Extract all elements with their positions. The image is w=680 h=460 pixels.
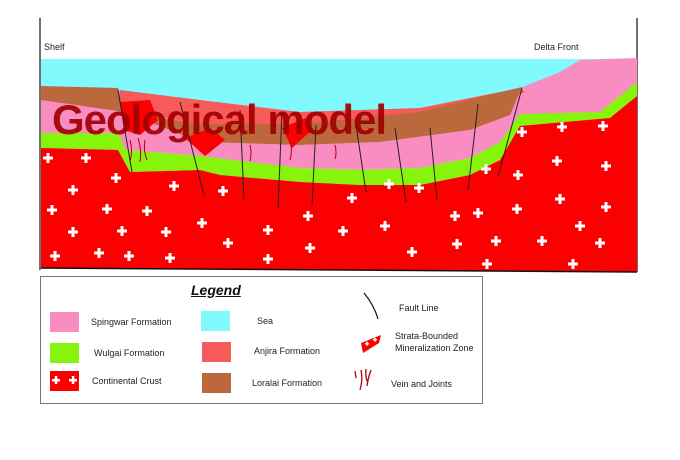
shelf-label: Shelf — [44, 42, 65, 52]
legend-panel: Legend Spingwar Formation Wulgai Formati… — [40, 276, 483, 404]
wulgai-swatch — [50, 343, 79, 363]
continental-crust-label: Continental Crust — [92, 376, 162, 386]
fault-lines — [117, 87, 523, 209]
loralai-swatch — [202, 373, 231, 393]
mineralization-zone-icon — [361, 335, 381, 353]
loralai-label: Loralai Formation — [252, 378, 323, 388]
spingwar-label: Spingwar Formation — [91, 317, 172, 327]
delta-front-label: Delta Front — [534, 42, 579, 52]
crust-cross-markers — [0, 0, 5, 5]
wulgai-label: Wulgai Formation — [94, 348, 165, 358]
mineralization-zone-label-line2: Mineralization Zone — [395, 343, 474, 353]
cross-icon — [52, 376, 77, 384]
veins-and-joints — [129, 137, 337, 163]
fault-line-label: Fault Line — [399, 303, 439, 313]
anjira-label: Anjira Formation — [254, 346, 321, 356]
anjira-swatch — [202, 342, 231, 362]
legend-title: Legend — [191, 282, 241, 298]
sea-label: Sea — [257, 316, 274, 326]
vein-joints-label: Vein and Joints — [391, 379, 453, 389]
wulgai-layer — [41, 82, 637, 185]
vein-joints-icon — [354, 368, 372, 391]
continental-crust-layer — [41, 96, 637, 272]
fault-line-icon — [363, 292, 379, 320]
diagram-title: Geological model — [52, 96, 387, 143]
mineralization-zone-label-line1: Strata-Bounded — [395, 331, 459, 341]
loralai-layer — [41, 86, 522, 145]
cross-section-drawing — [0, 0, 638, 273]
spingwar-swatch — [50, 312, 79, 332]
anjira-layer — [120, 88, 525, 128]
geological-cross-section: Shelf Delta Front Geological model — [0, 0, 638, 273]
sea-swatch — [201, 311, 230, 331]
continental-crust-swatch — [50, 371, 79, 391]
